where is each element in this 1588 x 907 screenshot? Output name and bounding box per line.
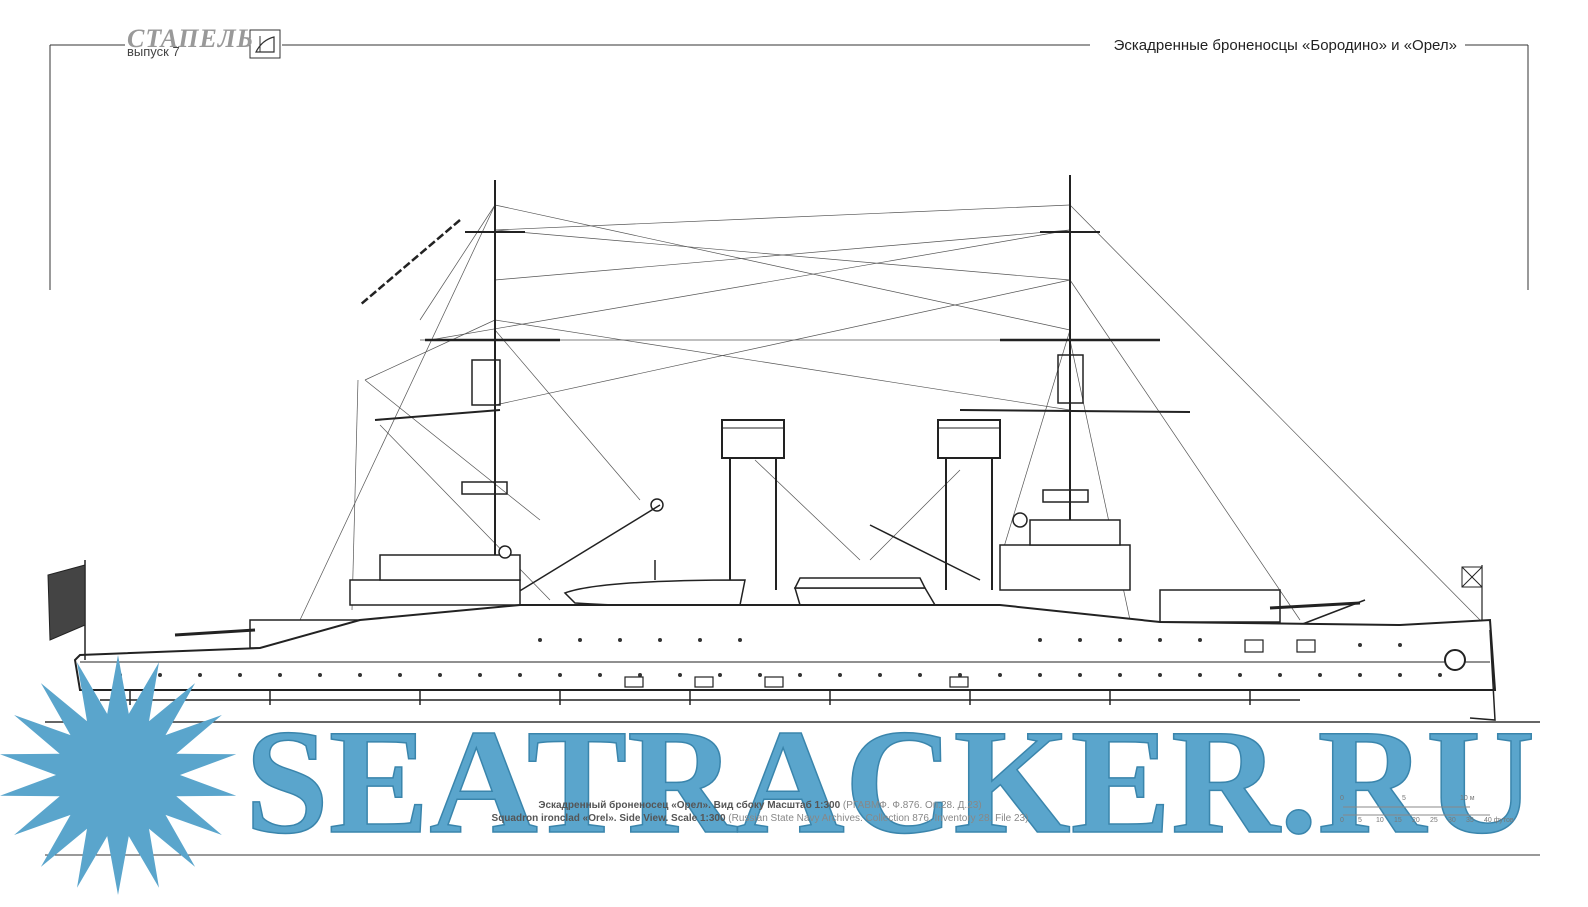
caption-en-source: (Russian State Navy Archives. Collection… (728, 813, 1029, 824)
stern-ensign-flag (47, 560, 86, 660)
foremast (359, 180, 560, 570)
logo-title: СТАПЕЛЬ (127, 24, 255, 53)
scale-bar-lines (1343, 806, 1490, 816)
logo-issue: выпуск 7 (127, 44, 180, 59)
watermark-sun-icon (0, 655, 237, 895)
scale-ft-0: 0 (1340, 817, 1344, 824)
scale-bar: 0 5 10 м 0 5 10 15 20 25 30 35 40 футов (1340, 795, 1520, 835)
scale-ft-5: 5 (1358, 817, 1362, 824)
caption-en-text: Squadron ironclad «Orel». Side View. Sca… (491, 813, 726, 824)
bow-jack-flag (1461, 565, 1483, 620)
funnels (721, 419, 1001, 590)
hull (73, 604, 1497, 721)
scale-ft-25: 25 (1430, 817, 1438, 824)
scale-m-0: 0 (1340, 795, 1344, 802)
boats (563, 560, 937, 607)
caption-ru: Эскадренный броненосец «Орел». Вид сбоку… (480, 800, 1040, 812)
booms-nets (100, 690, 1300, 705)
scale-ft-15: 15 (1394, 817, 1402, 824)
portholes (118, 638, 1442, 677)
caption-en: Squadron ironclad «Orel». Side View. Sca… (480, 813, 1040, 825)
superstructure (174, 512, 1361, 649)
scale-ft-35: 35 (1466, 817, 1474, 824)
watermark-text: SEATRACKER.RU (245, 699, 1535, 865)
page-title: Эскадренные броненосцы «Бородино» и «Оре… (1107, 36, 1463, 56)
caption-ru-text: Эскадренный броненосец «Орел». Вид сбоку… (538, 800, 841, 811)
scale-m-5: 5 (1402, 795, 1406, 802)
caption-ru-source: (РГАВМФ. Ф.876. Оп.28. Д.23) (842, 800, 982, 811)
mainmast (959, 175, 1191, 560)
scale-ft-20: 20 (1412, 817, 1420, 824)
scale-ft-40: 40 футов (1484, 817, 1514, 824)
casemates (624, 639, 1316, 688)
scale-m-10: 10 м (1460, 795, 1475, 802)
scale-ft-30: 30 (1448, 817, 1456, 824)
scale-ft-10: 10 (1376, 817, 1384, 824)
